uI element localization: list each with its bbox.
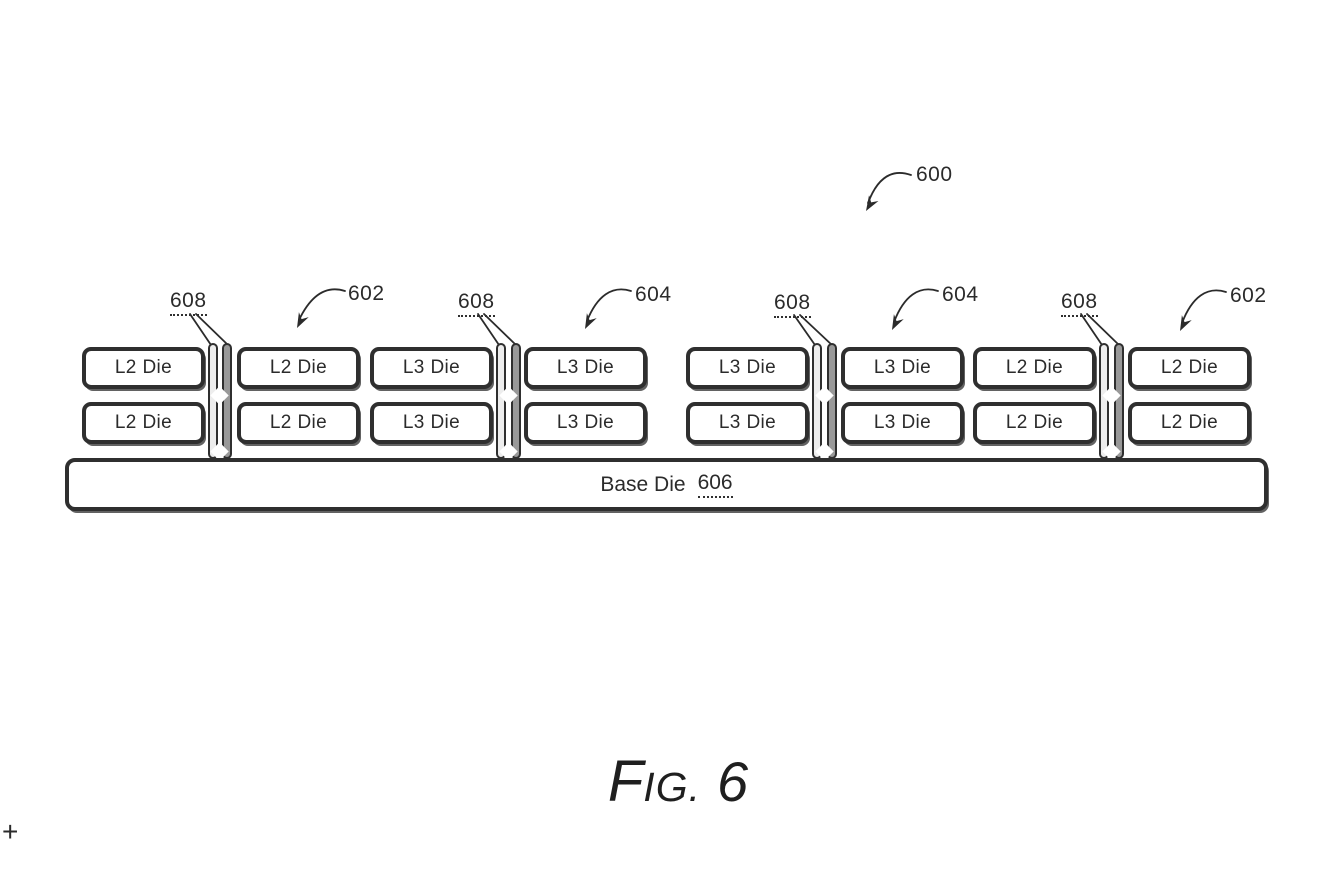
base-die-label: Base Die bbox=[600, 472, 686, 496]
die-label: L2 Die bbox=[1005, 412, 1064, 433]
die-box: L2 Die bbox=[237, 402, 360, 444]
group-1-connector-pointer-lines bbox=[189, 313, 230, 347]
die-label: L2 Die bbox=[269, 357, 328, 378]
registration-mark: + bbox=[2, 816, 19, 847]
caption-number: 6 bbox=[716, 750, 749, 813]
die-label: L2 Die bbox=[1005, 357, 1064, 378]
connector-strip bbox=[222, 343, 232, 459]
connector-ref-label: 608 bbox=[774, 291, 811, 318]
connector-strip bbox=[1114, 343, 1124, 459]
ref-608-text: 608 bbox=[170, 289, 207, 316]
die-label: L2 Die bbox=[269, 412, 328, 433]
die-label: L3 Die bbox=[718, 357, 777, 378]
die-box: L3 Die bbox=[841, 347, 964, 389]
ref-600-arrowhead bbox=[866, 195, 879, 211]
die-label: L2 Die bbox=[1160, 412, 1219, 433]
die-label: L3 Die bbox=[556, 412, 615, 433]
group-3-ref-leader bbox=[893, 288, 939, 323]
ref-label-604: 604 bbox=[942, 283, 979, 306]
die-box: L2 Die bbox=[82, 402, 205, 444]
group-4-ref-leader bbox=[1181, 289, 1227, 324]
group-3-arrowhead bbox=[892, 314, 904, 330]
ref-608-text: 608 bbox=[1061, 290, 1098, 317]
connector-strip bbox=[511, 343, 521, 459]
connector-strip bbox=[827, 343, 837, 459]
group-3-connector-pointer-lines bbox=[793, 314, 834, 347]
die-label: L2 Die bbox=[114, 357, 173, 378]
die-box: L3 Die bbox=[370, 402, 493, 444]
ref-606-text: 606 bbox=[697, 471, 733, 498]
caption-prefix: F bbox=[607, 749, 644, 814]
group-4-connector-pointer-lines bbox=[1080, 313, 1121, 347]
connector-ref-label: 608 bbox=[458, 290, 495, 317]
die-label: L3 Die bbox=[556, 357, 615, 378]
die-box: L2 Die bbox=[82, 347, 205, 389]
figure-caption: FIG. 6 bbox=[538, 748, 818, 815]
die-label: L3 Die bbox=[873, 357, 932, 378]
ref-label-604: 604 bbox=[635, 283, 672, 306]
group-2-connector-pointer-lines bbox=[477, 313, 518, 347]
die-box: L2 Die bbox=[237, 347, 360, 389]
die-label: L2 Die bbox=[1160, 357, 1219, 378]
ref-label-600: 600 bbox=[916, 163, 953, 186]
die-label: L3 Die bbox=[402, 412, 461, 433]
die-box: L3 Die bbox=[841, 402, 964, 444]
group-2-ref-leader bbox=[586, 288, 632, 322]
die-label: L3 Die bbox=[402, 357, 461, 378]
die-box: L2 Die bbox=[1128, 402, 1251, 444]
die-label: L2 Die bbox=[114, 412, 173, 433]
die-box: L3 Die bbox=[686, 402, 809, 444]
die-box: L2 Die bbox=[1128, 347, 1251, 389]
die-box: L3 Die bbox=[686, 347, 809, 389]
base-die: Base Die 606 bbox=[65, 458, 1268, 511]
die-box: L3 Die bbox=[370, 347, 493, 389]
ref-label-602: 602 bbox=[348, 282, 385, 305]
ref-608-text: 608 bbox=[458, 290, 495, 317]
ref-600-leader bbox=[867, 172, 912, 204]
connector-ref-label: 608 bbox=[1061, 290, 1098, 317]
ref-608-text: 608 bbox=[774, 291, 811, 318]
die-label: L3 Die bbox=[873, 412, 932, 433]
ref-label-602: 602 bbox=[1230, 284, 1267, 307]
die-box: L3 Die bbox=[524, 402, 647, 444]
die-box: L2 Die bbox=[973, 402, 1096, 444]
die-box: L3 Die bbox=[524, 347, 647, 389]
group-1-arrowhead bbox=[297, 312, 309, 328]
caption-small: IG. bbox=[643, 764, 701, 810]
die-label: L3 Die bbox=[718, 412, 777, 433]
group-2-arrowhead bbox=[585, 313, 597, 329]
group-1-ref-leader bbox=[298, 288, 346, 321]
group-4-arrowhead bbox=[1180, 315, 1192, 331]
connector-ref-label: 608 bbox=[170, 289, 207, 316]
die-box: L2 Die bbox=[973, 347, 1096, 389]
